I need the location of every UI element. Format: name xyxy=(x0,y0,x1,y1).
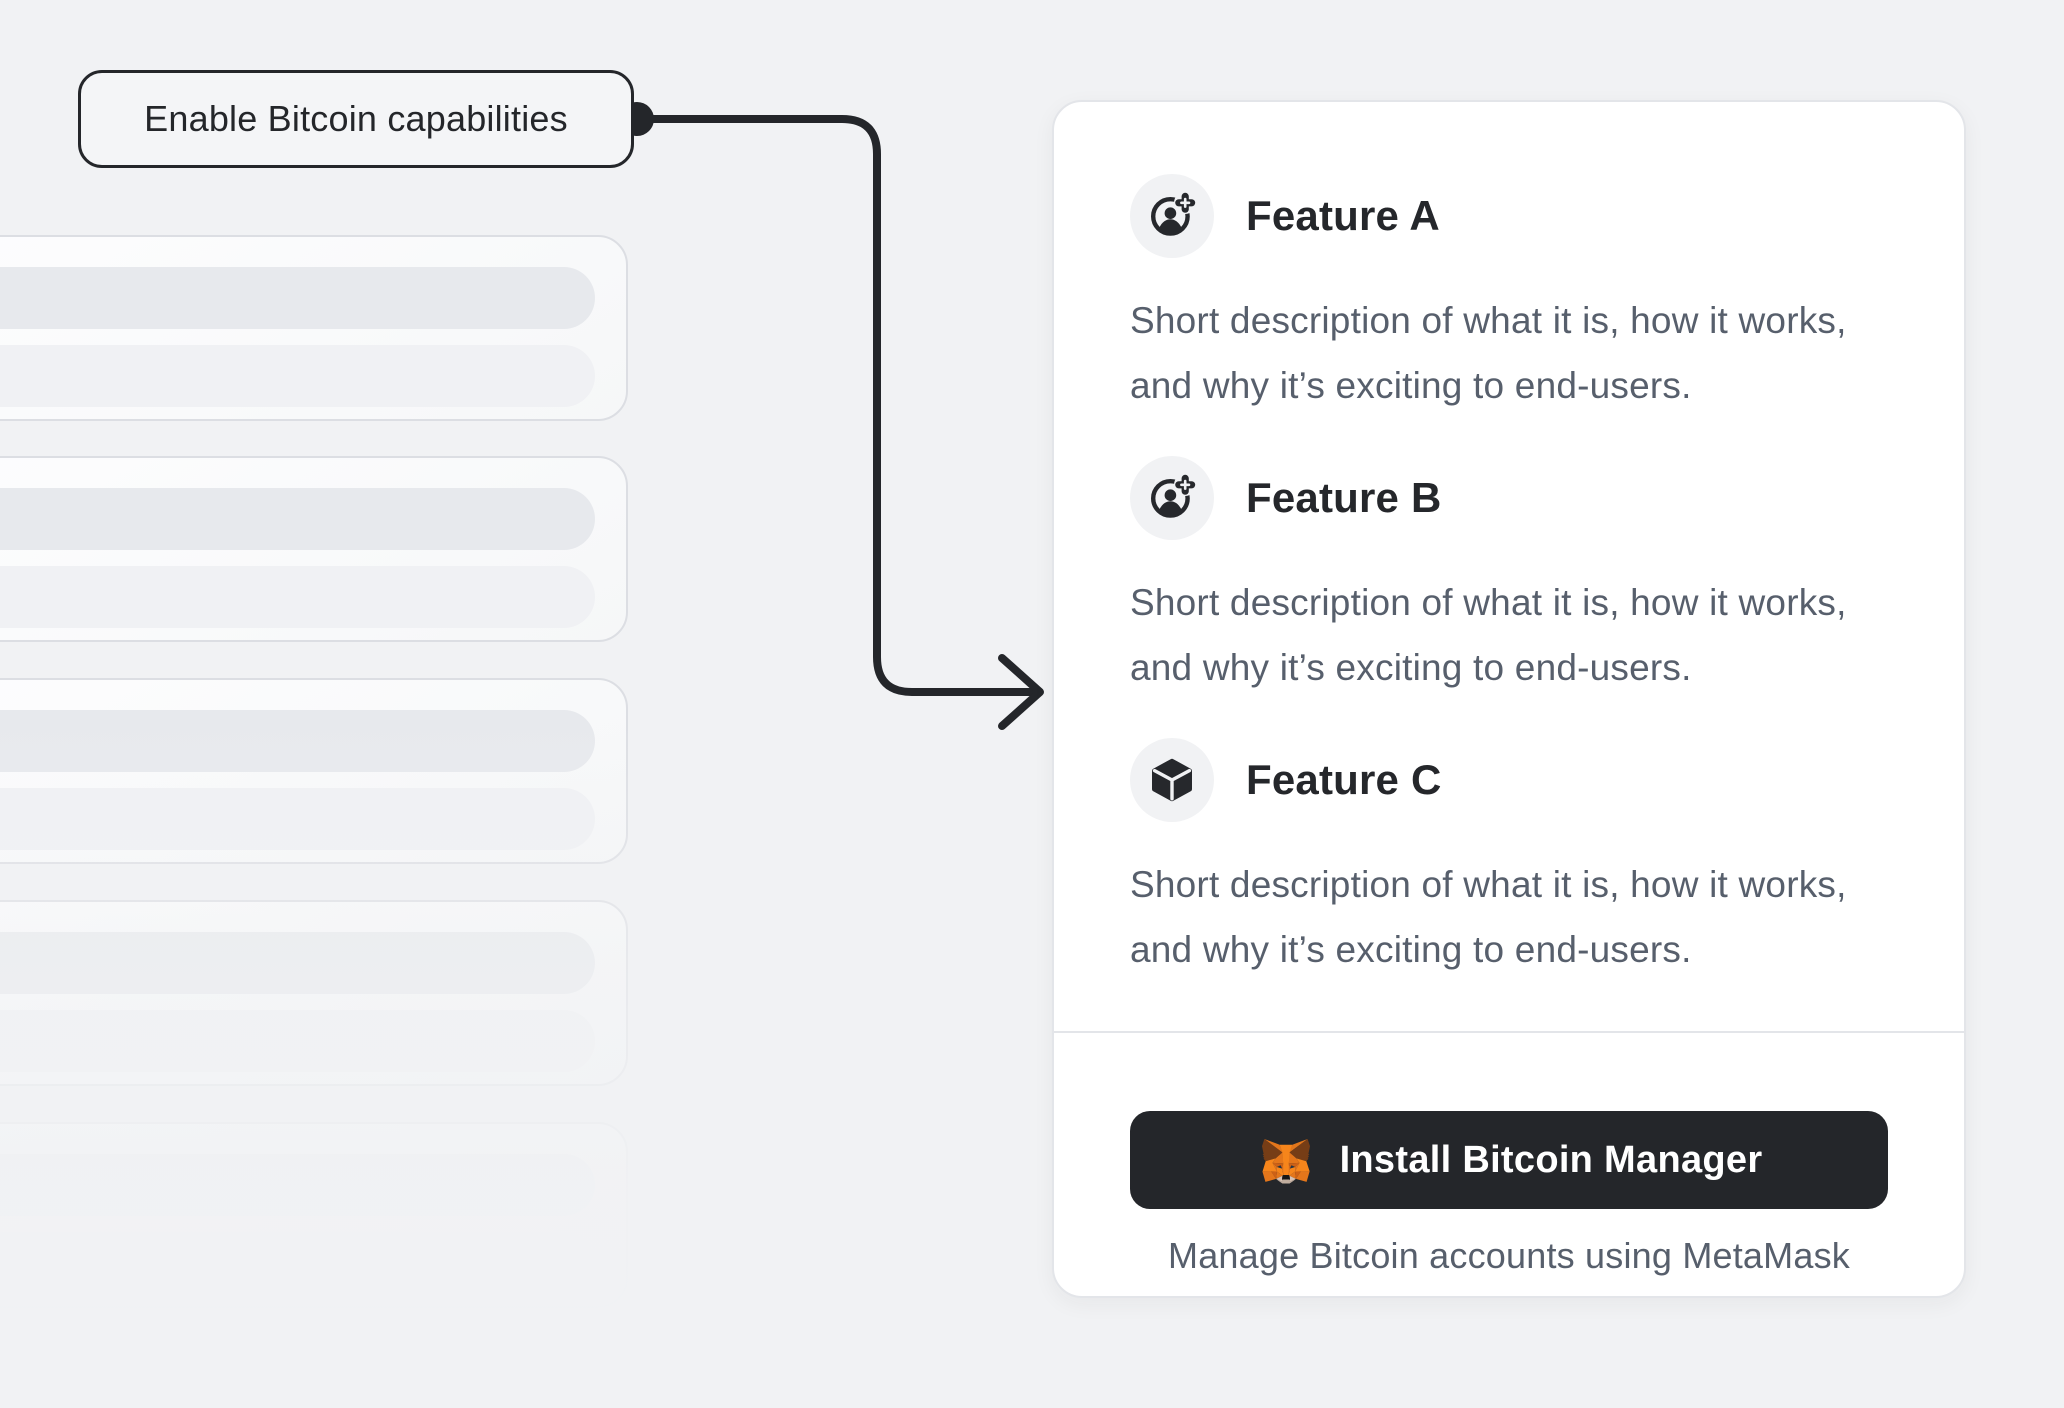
skeleton-line xyxy=(0,345,595,407)
skeleton-line xyxy=(0,788,595,850)
skeleton-line xyxy=(0,710,595,772)
skeleton-line xyxy=(0,932,595,994)
install-bitcoin-manager-button[interactable]: Install Bitcoin Manager xyxy=(1130,1111,1888,1209)
skeleton-card xyxy=(0,456,628,642)
install-button-label: Install Bitcoin Manager xyxy=(1339,1138,1763,1181)
feature-title: Feature C xyxy=(1246,756,1442,803)
skeleton-line xyxy=(0,1232,595,1294)
feature-title: Feature A xyxy=(1246,192,1440,239)
skeleton-line xyxy=(0,267,595,329)
skeleton-card xyxy=(0,678,628,864)
skeleton-line xyxy=(0,1010,595,1072)
callout-label: Enable Bitcoin capabilities xyxy=(144,98,568,139)
user-add-icon xyxy=(1130,174,1214,258)
metamask-fox-icon xyxy=(1256,1132,1316,1188)
user-add-icon xyxy=(1130,456,1214,540)
skeleton-line xyxy=(0,488,595,550)
skeleton-line xyxy=(0,1154,595,1216)
callout-enable-bitcoin: Enable Bitcoin capabilities xyxy=(78,70,634,168)
install-caption: Manage Bitcoin accounts using MetaMask xyxy=(1168,1235,1850,1276)
bitcoin-feature-card: Feature A Short description of what it i… xyxy=(1052,100,1966,1298)
skeleton-card xyxy=(0,235,628,421)
feature-item-b: Feature B Short description of what it i… xyxy=(1130,456,1888,700)
card-footer: Install Bitcoin Manager Manage Bitcoin a… xyxy=(1054,1031,1964,1296)
skeleton-card xyxy=(0,900,628,1086)
feature-title: Feature B xyxy=(1246,474,1442,521)
feature-description: Short description of what it is, how it … xyxy=(1130,582,1847,688)
cube-icon xyxy=(1130,738,1214,822)
skeleton-card xyxy=(0,1122,628,1308)
feature-item-a: Feature A Short description of what it i… xyxy=(1130,174,1888,418)
feature-item-c: Feature C Short description of what it i… xyxy=(1130,738,1888,982)
feature-description: Short description of what it is, how it … xyxy=(1130,864,1847,970)
feature-list: Feature A Short description of what it i… xyxy=(1054,102,1964,1031)
feature-description: Short description of what it is, how it … xyxy=(1130,300,1847,406)
skeleton-line xyxy=(0,566,595,628)
